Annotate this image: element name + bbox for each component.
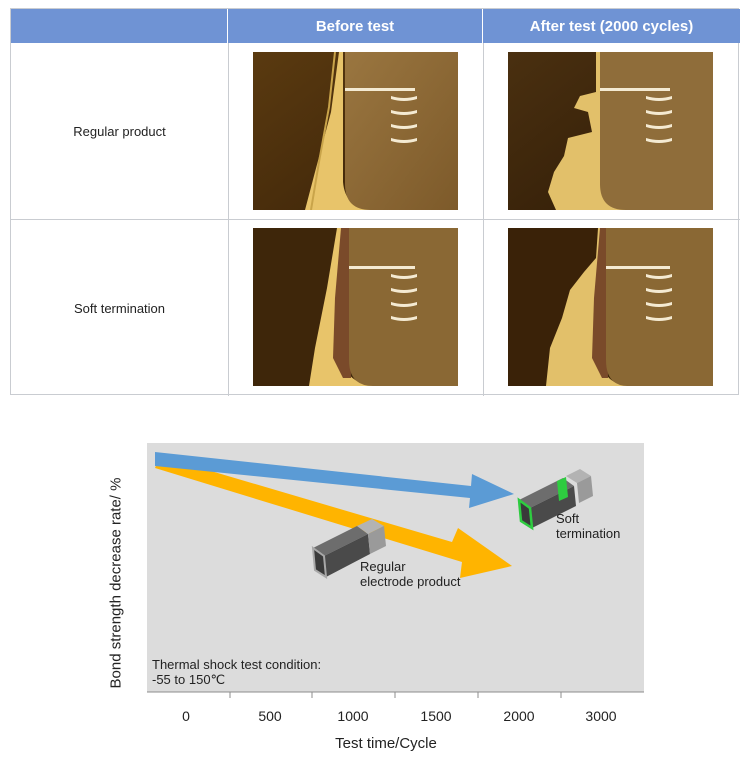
x-tick-label: 2000 [503, 708, 535, 724]
x-tick-label: 1000 [337, 708, 369, 724]
regular-label-line1: Regular [360, 559, 406, 574]
micrograph-regular-after [508, 52, 713, 210]
micrograph-regular-before [253, 52, 458, 210]
x-axis-label: Test time/Cycle [335, 735, 437, 752]
header-before-test: Before test [228, 9, 483, 43]
row-label-regular-product: Regular product [73, 123, 166, 139]
x-tick-label: 3000 [585, 708, 617, 724]
soft-termination-label: Soft termination [556, 511, 620, 541]
x-tick-label: 500 [258, 708, 282, 724]
soft-label-line2: termination [556, 526, 621, 541]
soft-label-line1: Soft [556, 511, 580, 526]
y-axis-label: Bond strength decrease rate/ % [107, 477, 125, 689]
row-divider [11, 219, 740, 220]
column-divider [228, 43, 229, 396]
regular-product-label: Regular electrode product [360, 559, 460, 589]
row-label-soft-termination: Soft termination [73, 300, 166, 316]
regular-label-line2: electrode product [360, 574, 461, 589]
comparison-table: Before test After test (2000 cycles) Reg… [10, 8, 740, 396]
test-condition-line1: Thermal shock test condition: [152, 657, 322, 672]
test-condition-line2: -55 to 150℃ [152, 672, 226, 687]
x-tick-label: 0 [182, 708, 190, 724]
header-after-test: After test (2000 cycles) [483, 9, 740, 43]
test-condition-note: Thermal shock test condition: -55 to 150… [152, 657, 321, 687]
column-divider [483, 43, 484, 396]
header-empty [11, 9, 228, 43]
micrograph-soft-before [253, 228, 458, 386]
x-axis-label-box: Test time/Cycle [0, 735, 750, 753]
x-tick-label: 1500 [420, 708, 452, 724]
micrograph-soft-after [508, 228, 713, 386]
